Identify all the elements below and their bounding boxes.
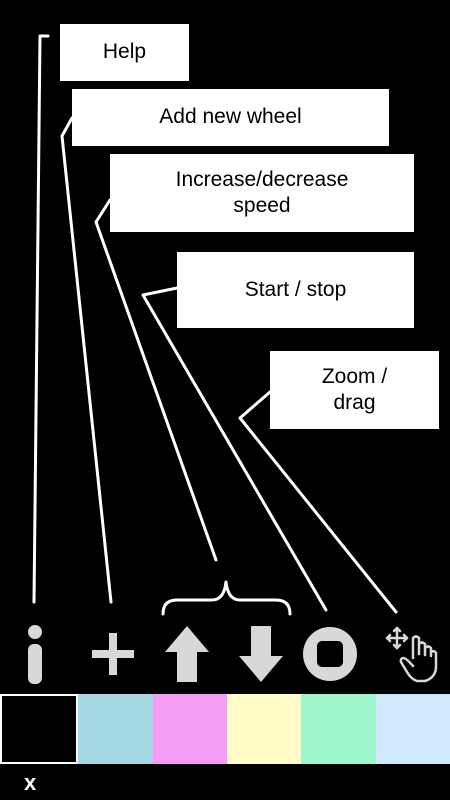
add-wheel-callout: Add new wheel	[72, 89, 389, 146]
help-callout-text: Help	[102, 40, 147, 64]
add-wheel-callout-text: Add new wheel	[159, 105, 302, 129]
color-swatch-light-yellow[interactable]	[226, 694, 302, 764]
speed-bracket	[161, 580, 292, 616]
stop-icon	[303, 627, 357, 681]
plus-icon	[92, 633, 134, 675]
hand-drag-icon	[385, 626, 438, 683]
arrow-up-icon	[165, 626, 209, 682]
add-wheel-button[interactable]	[88, 622, 138, 686]
start-stop-button[interactable]	[300, 622, 360, 686]
start-stop-callout-text: Start / stop	[244, 277, 347, 301]
zoom-drag-callout-line1: Zoom /	[321, 364, 388, 388]
color-swatch-mint[interactable]	[301, 694, 376, 764]
start-stop-callout: Start / stop	[177, 252, 414, 328]
color-swatch-pink[interactable]	[152, 694, 227, 764]
start-stop-leader-line	[141, 286, 328, 612]
zoom-drag-callout-line2: drag	[333, 391, 376, 414]
color-swatch-pale-blue[interactable]	[375, 694, 450, 764]
color-swatch-black[interactable]	[0, 694, 79, 764]
zoom-drag-callout: Zoom / drag	[270, 351, 439, 429]
arrow-down-icon	[239, 626, 283, 682]
info-icon	[28, 625, 42, 684]
close-button[interactable]: x	[24, 770, 37, 795]
speed-callout-line1: Increase/decrease	[175, 167, 349, 191]
decrease-speed-button[interactable]	[236, 622, 286, 686]
color-palette	[0, 694, 450, 764]
help-leader-line	[32, 34, 50, 604]
help-button[interactable]	[14, 622, 56, 686]
help-callout: Help	[60, 24, 189, 81]
increase-speed-button[interactable]	[162, 622, 212, 686]
zoom-drag-button[interactable]	[382, 622, 444, 686]
add-wheel-leader-line	[60, 116, 113, 604]
speed-callout-line2: speed	[233, 194, 291, 217]
speed-callout: Increase/decrease speed	[110, 154, 414, 232]
color-swatch-light-blue[interactable]	[78, 694, 153, 764]
